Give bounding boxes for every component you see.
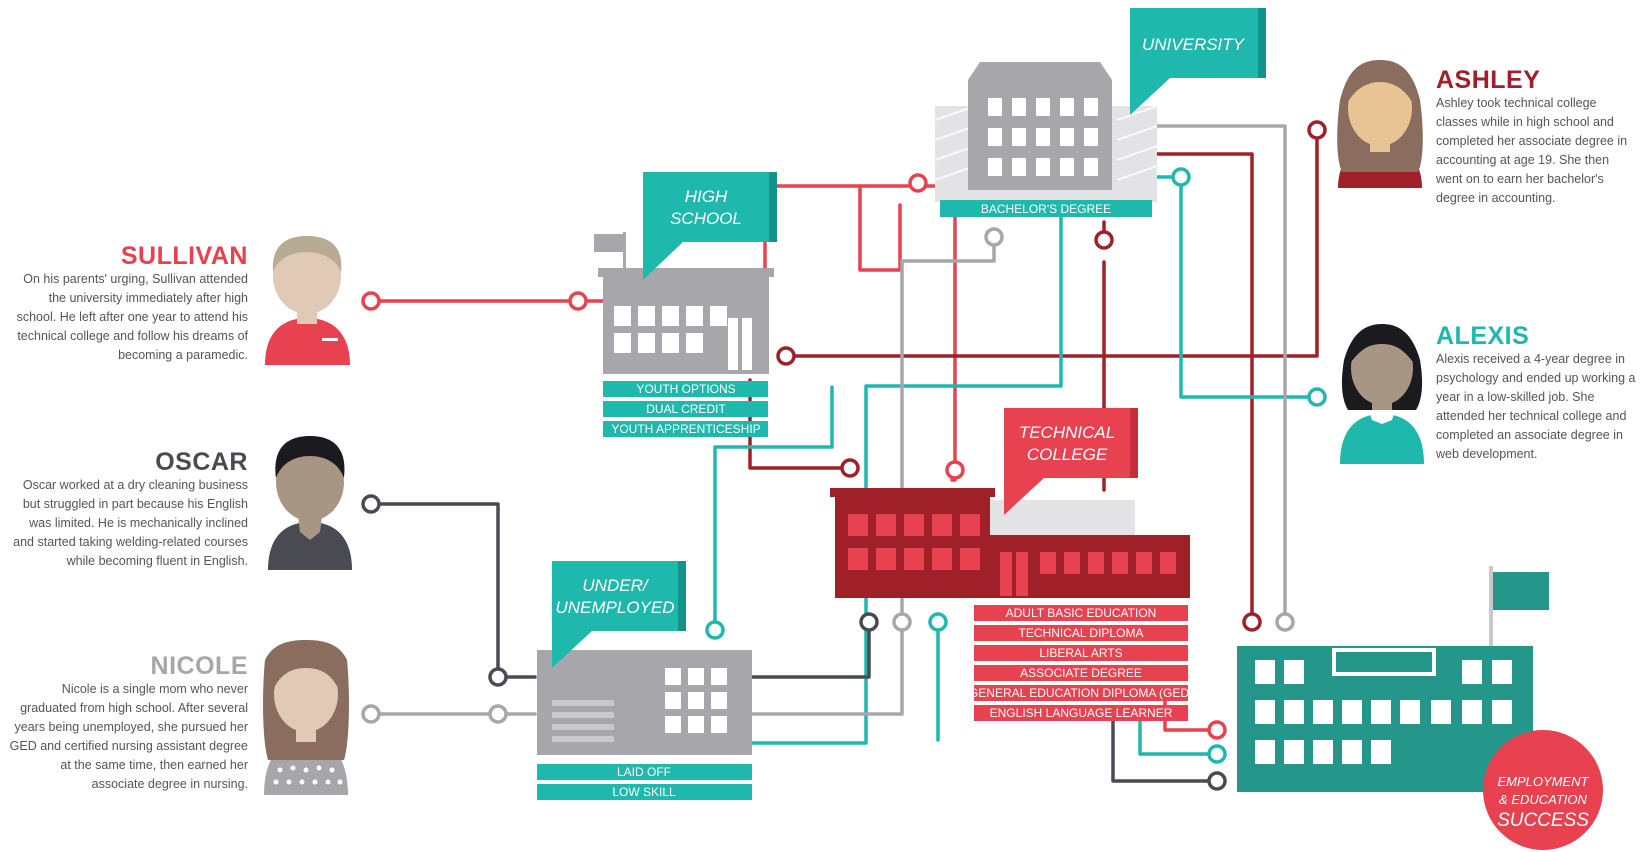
oscar-name: OSCAR	[155, 448, 248, 476]
node-ashley-start	[1307, 120, 1327, 140]
node-darkred-hs	[776, 346, 796, 366]
high-school-callout-line1: HIGH	[685, 187, 728, 206]
avatar-alexis	[1340, 324, 1424, 464]
node-teal-uni	[1171, 167, 1191, 187]
high-school-callout-line2: SCHOOL	[670, 209, 742, 228]
under-unemployed-building: LAID OFF LOW SKILL	[537, 650, 752, 800]
node-dark-tc	[859, 612, 879, 632]
node-red-success	[1207, 720, 1227, 740]
success-line1: EMPLOYMENT	[1497, 774, 1589, 789]
node-nicole-start	[361, 704, 381, 724]
tc-label-ell: ENGLISH LANGUAGE LEARNER	[990, 706, 1173, 720]
node-oscar-start	[361, 494, 381, 514]
node-red-uni	[908, 173, 928, 193]
avatar-oscar	[268, 436, 352, 570]
oscar-path	[369, 502, 871, 679]
node-darkred-uni	[1094, 230, 1114, 250]
node-gray-uni	[984, 227, 1004, 247]
node-teal-tc	[928, 612, 948, 632]
hs-label-youth-apprenticeship: YOUTH APPRENTICESHIP	[611, 422, 760, 436]
success-line3: SUCCESS	[1497, 810, 1589, 831]
oscar-teal	[713, 385, 834, 632]
avatar-sullivan	[265, 236, 350, 365]
node-dark-success	[1207, 771, 1227, 791]
teal-to-success	[936, 620, 1219, 756]
under-unemployed-callout: UNDER/ UNEMPLOYED	[552, 561, 686, 668]
dark-to-success	[1111, 718, 1219, 783]
person-oscar: OSCAR Oscar worked at a dry cleaning bus…	[8, 448, 248, 571]
node-darkred-success	[1242, 612, 1262, 632]
university-label: BACHELOR'S DEGREE	[981, 202, 1111, 216]
technical-college-callout: TECHNICAL COLLEGE	[1004, 408, 1138, 515]
hs-label-dual-credit: DUAL CREDIT	[646, 402, 726, 416]
under-unemployed-callout-line1: UNDER/	[582, 576, 649, 595]
university-callout: UNIVERSITY	[1130, 8, 1266, 115]
node-gray-tc	[892, 612, 912, 632]
high-school-building: YOUTH OPTIONS DUAL CREDIT YOUTH APPRENTI…	[594, 232, 774, 437]
node-darkred-tc	[840, 458, 860, 478]
tc-label-associate: ASSOCIATE DEGREE	[1020, 666, 1142, 680]
ashley-description: Ashley took technical college classes wh…	[1436, 96, 1628, 205]
sullivan-description: On his parents' urging, Sullivan attende…	[16, 272, 248, 362]
technical-college-callout-line1: TECHNICAL	[1019, 423, 1115, 442]
person-sullivan: SULLIVAN On his parents' urging, Sulliva…	[8, 242, 248, 365]
node-teal-uu	[705, 620, 725, 640]
alexis-description: Alexis received a 4-year degree in psych…	[1436, 352, 1636, 461]
node-alexis-start	[1307, 387, 1327, 407]
under-unemployed-callout-line2: UNEMPLOYED	[555, 598, 674, 617]
alexis-name: ALEXIS	[1436, 322, 1530, 350]
tc-label-ged: GENERAL EDUCATION DIPLOMA (GED)	[969, 686, 1193, 700]
node-teal-success	[1207, 744, 1227, 764]
success-building: EMPLOYMENT & EDUCATION SUCCESS	[1237, 566, 1603, 850]
avatar-nicole	[263, 640, 349, 795]
avatar-ashley	[1337, 60, 1423, 188]
hs-label-youth-options: YOUTH OPTIONS	[636, 382, 735, 396]
sullivan-name: SULLIVAN	[120, 242, 248, 270]
person-nicole: NICOLE Nicole is a single mom who never …	[8, 652, 248, 794]
nicole-description: Nicole is a single mom who never graduat…	[9, 682, 248, 791]
university-callout-text: UNIVERSITY	[1142, 35, 1246, 54]
high-school-callout: HIGH SCHOOL	[643, 172, 777, 280]
ashley-path	[784, 128, 1319, 358]
uu-label-low-skill: LOW SKILL	[612, 785, 676, 799]
oscar-description: Oscar worked at a dry cleaning business …	[13, 478, 248, 568]
alexis-path-b	[738, 214, 1063, 745]
uu-label-laid-off: LAID OFF	[617, 765, 671, 779]
node-sullivan-start	[361, 291, 381, 311]
node-sullivan-hs	[568, 291, 588, 311]
node-nicole-uu	[488, 704, 508, 724]
success-badge	[1483, 730, 1603, 850]
person-ashley: ASHLEY Ashley took technical college cla…	[1436, 66, 1636, 208]
sullivan-path-b	[858, 184, 902, 272]
university-building: BACHELOR'S DEGREE	[934, 62, 1158, 217]
node-oscar-uu	[488, 667, 508, 687]
technical-college-building: ADULT BASIC EDUCATION TECHNICAL DIPLOMA …	[830, 488, 1193, 721]
tc-label-abe: ADULT BASIC EDUCATION	[1006, 606, 1157, 620]
tc-label-diploma: TECHNICAL DIPLOMA	[1019, 626, 1144, 640]
person-alexis: ALEXIS Alexis received a 4-year degree i…	[1436, 322, 1636, 464]
ashley-name: ASHLEY	[1436, 66, 1541, 94]
gray-path-b	[1148, 124, 1287, 624]
nicole-name: NICOLE	[150, 652, 248, 680]
node-red-tc	[945, 460, 965, 480]
node-gray-success	[1275, 612, 1295, 632]
technical-college-callout-line2: COLLEGE	[1027, 445, 1108, 464]
success-line2: & EDUCATION	[1499, 792, 1587, 807]
tc-label-liberal-arts: LIBERAL ARTS	[1039, 646, 1122, 660]
alexis-path	[1148, 175, 1319, 399]
